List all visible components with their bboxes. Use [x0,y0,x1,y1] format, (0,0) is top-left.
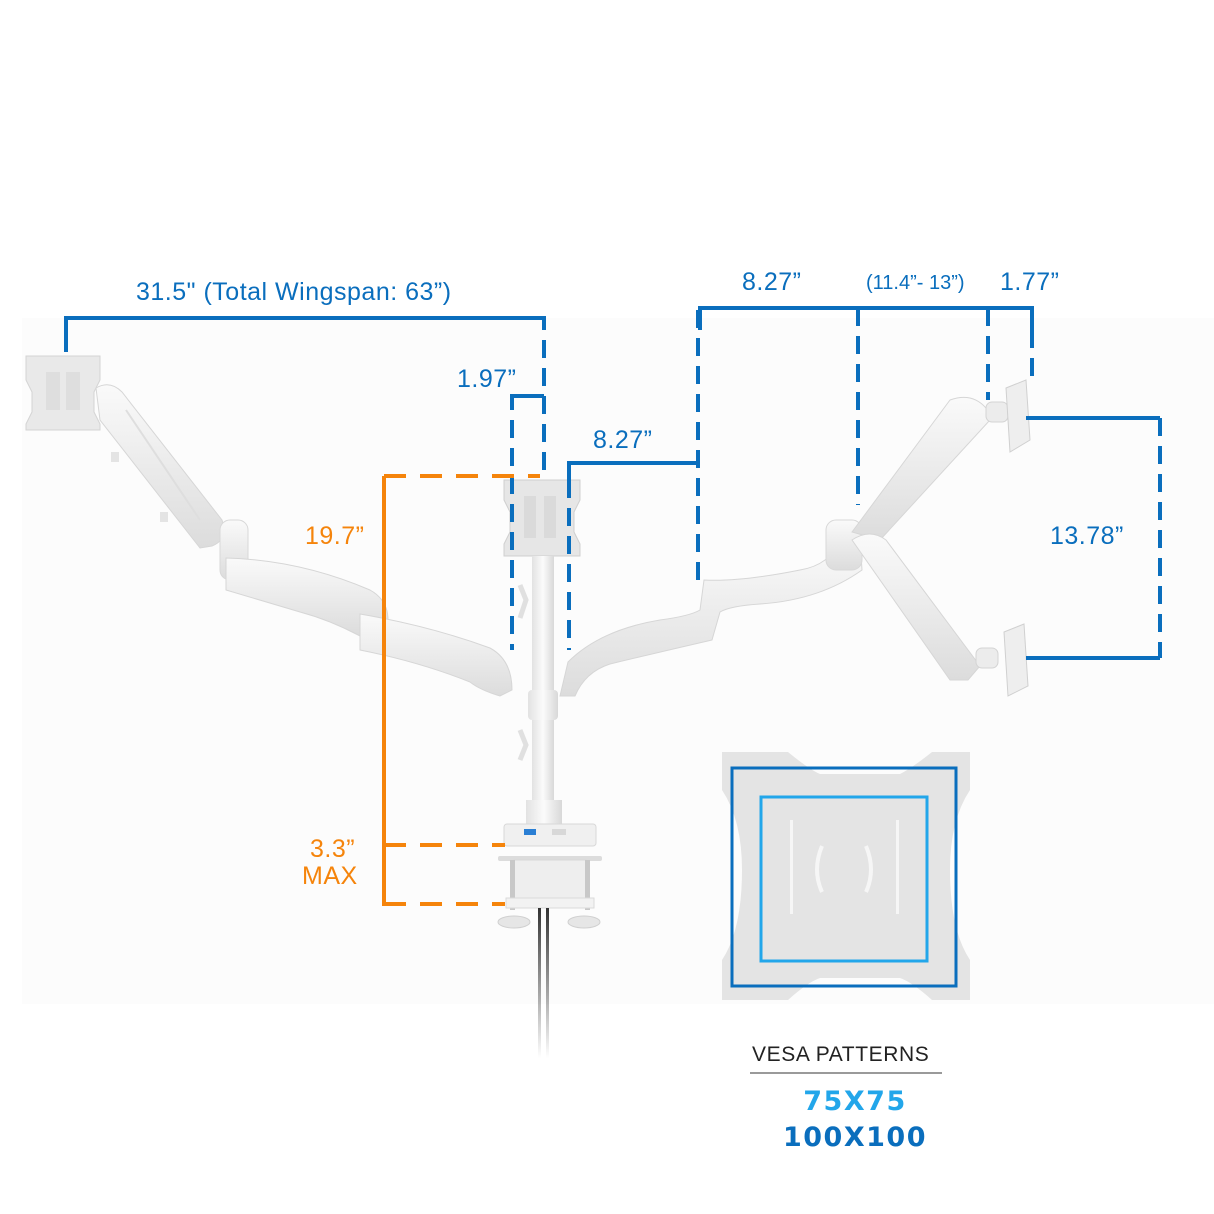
clamp-max-label: MAX [302,862,358,890]
center-offset-label: 1.97” [457,365,517,393]
vesa-divider [750,1072,942,1074]
right-lower-vesa-plate [1003,623,1029,697]
right-lower-arm-label: 8.27” [593,426,653,454]
vesa-plate-diagram [722,752,970,1000]
vesa-title: VESA PATTERNS [752,1043,930,1066]
left-monitor-arm [25,355,513,697]
blue-dimension-lines [64,306,1162,660]
desk-clamp [497,823,602,1058]
vesa-75-outline [759,795,929,963]
vesa-100-label: 100X100 [782,1122,928,1153]
right-monitor-arm [559,379,1031,697]
right-arm-range-label: (11.4”- 13”) [866,272,965,294]
left-vesa-plate [25,355,101,431]
center-pole [503,479,581,830]
cable [546,908,549,1058]
right-vertical-span-label: 13.78” [1050,522,1124,550]
vesa-75-label: 75X75 [803,1086,907,1117]
pole-height-label: 19.7” [305,522,365,550]
vesa-100-outline [730,766,958,988]
cable [538,908,541,1058]
wingspan-label: 31.5" (Total Wingspan: 63”) [136,278,452,306]
right-upper-vesa-plate [1005,379,1031,453]
orange-dimension-lines [382,474,540,906]
clamp-thickness-label: 3.3” [310,835,356,863]
right-tilt-offset-label: 1.77” [1000,268,1060,296]
right-upper-arm-label: 8.27” [742,268,802,296]
